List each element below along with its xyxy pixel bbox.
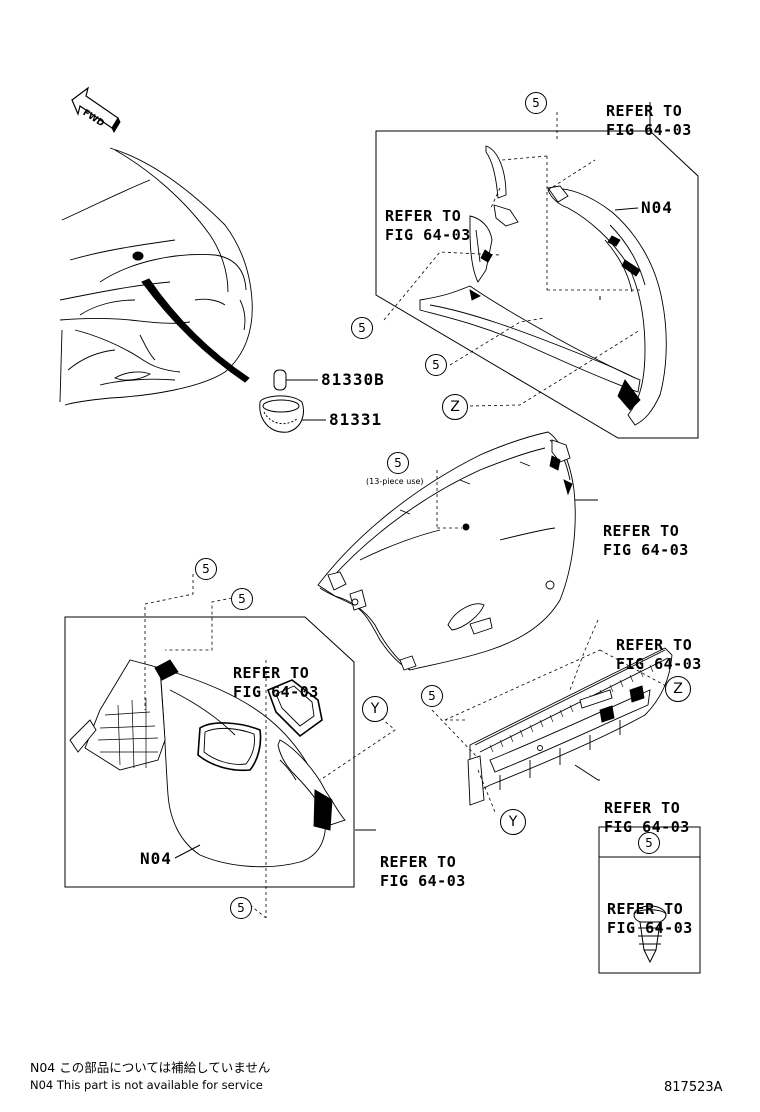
part-number-n04-lower: N04 <box>140 849 172 868</box>
deck-trim-drawing <box>419 145 667 426</box>
callout-y-sill: Y <box>500 809 526 835</box>
qty-note: (13-piece use) <box>366 477 424 486</box>
callout-z-upper: Z <box>442 394 468 420</box>
callout-5-lower-a: 5 <box>195 558 217 580</box>
fwd-arrow-icon <box>71 86 121 134</box>
figure-id: 817523A <box>664 1080 723 1095</box>
emblem-strip <box>141 278 250 383</box>
callout-5-lower-b: 5 <box>231 588 253 610</box>
clip-legend-number: 5 <box>638 832 660 854</box>
callout-y-lower: Y <box>362 696 388 722</box>
part-number-n04-upper: N04 <box>641 198 673 217</box>
callout-5-door: 5 <box>387 452 409 474</box>
callout-5-top: 5 <box>525 92 547 114</box>
sill-plate-drawing <box>467 647 673 806</box>
callout-5-bottom: 5 <box>230 897 252 919</box>
clip-legend-box <box>598 826 701 974</box>
part-number-81331: 81331 <box>329 410 383 429</box>
trim-box-lower <box>64 616 355 888</box>
clip-fastener-drawing <box>633 905 667 964</box>
vehicle-rear-outline <box>59 147 253 406</box>
callout-z-sill: Z <box>665 676 691 702</box>
back-door-trim-drawing <box>317 431 576 671</box>
note-japanese: N04 この部品については補給していません <box>30 1060 271 1075</box>
callout-5-upper-mid: 5 <box>425 354 447 376</box>
note-english: N04 This part is not available for servi… <box>30 1078 263 1092</box>
part-81331-drawing <box>259 395 304 433</box>
callout-5-upper-left: 5 <box>351 317 373 339</box>
quarter-trim-drawing <box>69 659 346 868</box>
part-81330b-drawing <box>273 369 287 391</box>
callout-5-sill: 5 <box>421 685 443 707</box>
emblem-dot <box>132 251 144 261</box>
part-number-81330b: 81330B <box>321 370 385 389</box>
